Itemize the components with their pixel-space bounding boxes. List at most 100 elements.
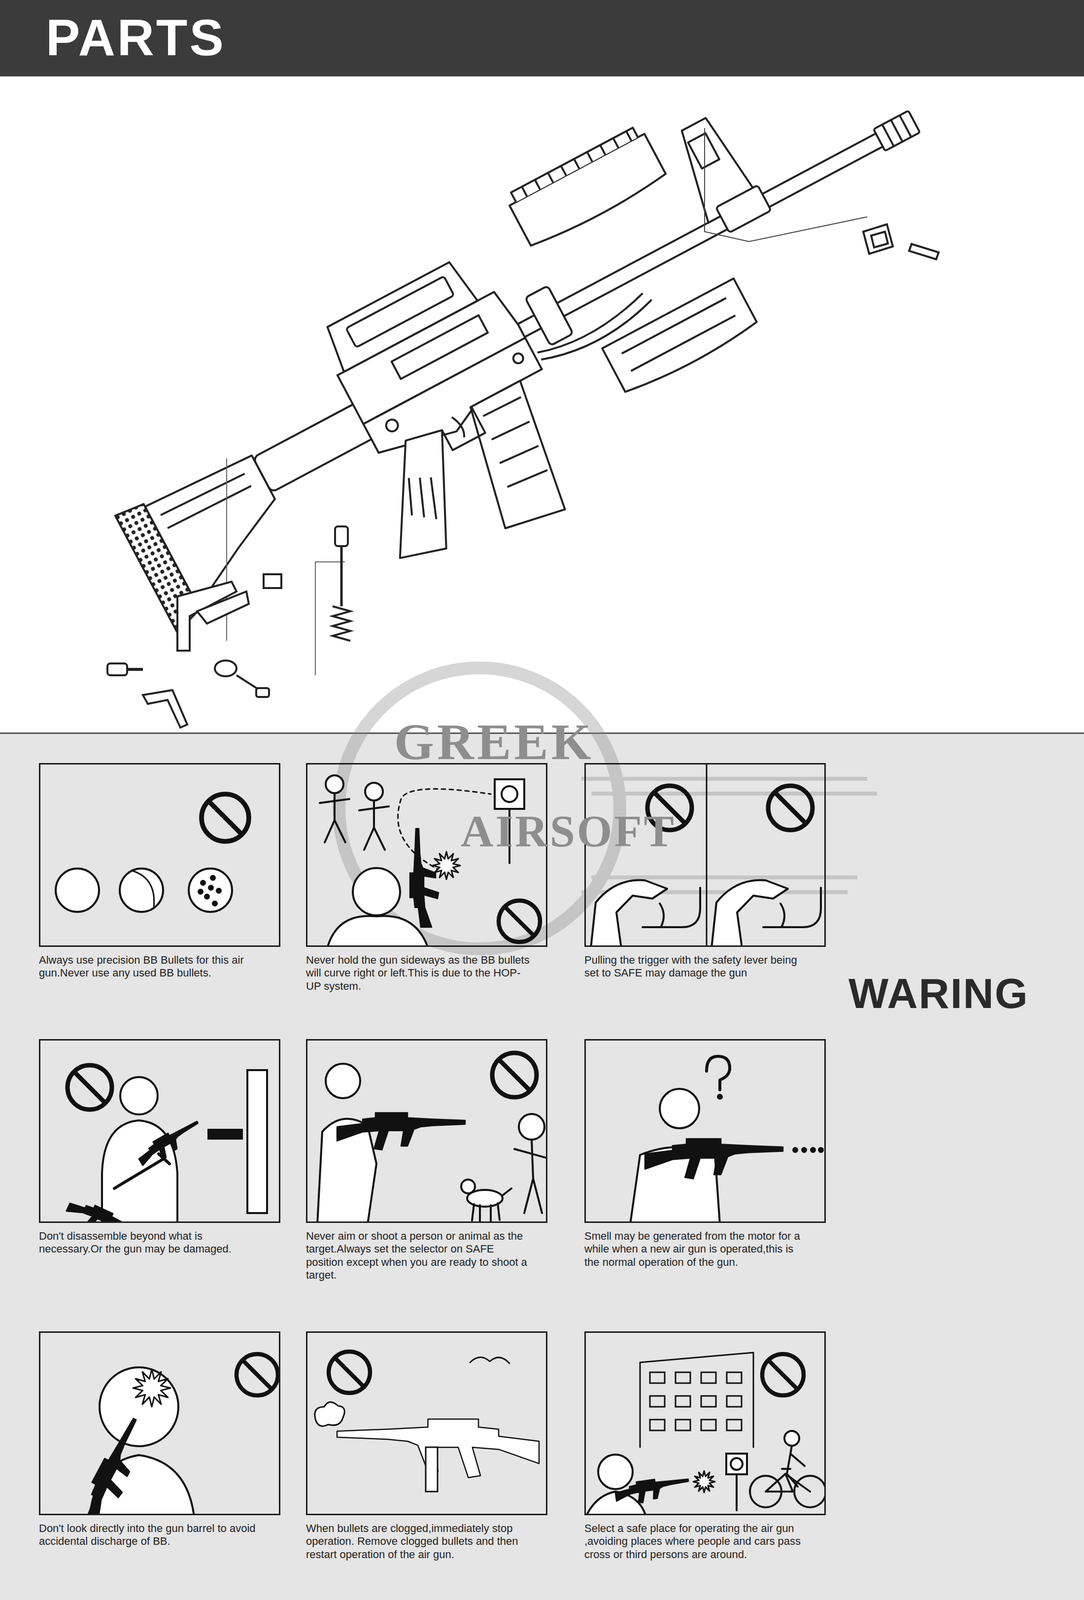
line-art — [717, 1093, 723, 1099]
sign-ring — [236, 1353, 278, 1395]
stock-latch — [142, 689, 188, 728]
line-art — [247, 1069, 268, 1213]
magazine-ribs — [472, 396, 557, 491]
screw — [256, 687, 270, 697]
line-art — [675, 1371, 691, 1383]
line-art — [119, 868, 164, 912]
trigger-guard — [438, 406, 485, 450]
warning-caption: Never hold the gun sideways as the BB bu… — [305, 953, 533, 993]
line-art — [333, 792, 336, 820]
warning-caption: Never aim or shoot a person or animal as… — [305, 1229, 533, 1282]
panel-frame — [584, 1038, 826, 1223]
line-art — [494, 779, 525, 809]
panel-illustration — [40, 764, 279, 946]
burst-mark — [693, 1470, 715, 1492]
warning-panel: Smell may be generated from the motor fo… — [584, 1038, 826, 1269]
line-art — [659, 1088, 700, 1128]
line-art — [649, 1395, 665, 1407]
handguard-ribs — [621, 298, 736, 372]
grip-texture — [395, 468, 450, 529]
line-art — [518, 1113, 545, 1140]
flash-hider-slots — [882, 115, 912, 147]
line-art — [372, 800, 375, 828]
line-art — [198, 888, 204, 894]
line-art — [200, 880, 206, 885]
line-art — [99, 1366, 179, 1446]
line-art — [319, 798, 350, 803]
line-art — [675, 1419, 691, 1430]
gas-block — [715, 185, 772, 233]
line-art — [210, 875, 216, 881]
stock-ribs — [160, 471, 252, 530]
gun-exploded-view — [0, 0, 1084, 733]
section-heading: WARING — [848, 969, 1029, 1017]
panel-frame — [38, 1038, 281, 1223]
panel-art — [314, 1351, 540, 1491]
rifle-icon — [76, 1414, 156, 1514]
line-art — [207, 1128, 243, 1139]
sign-ring — [328, 1351, 371, 1393]
rifle-icon — [64, 1194, 146, 1221]
pistol-grip — [352, 423, 493, 570]
panel-frame — [305, 1330, 548, 1515]
line-art — [726, 1453, 747, 1474]
stock-plate — [197, 591, 249, 624]
swivel-pin — [909, 243, 939, 260]
watermark-text: GREEK — [394, 713, 595, 770]
burst-mark — [432, 851, 461, 880]
warning-panel: When bullets are clogged,immediately sto… — [305, 1330, 548, 1561]
line-art — [120, 1076, 158, 1115]
panel-illustration — [307, 1040, 546, 1221]
watermark-text: AIRSOFT — [460, 806, 677, 856]
sign-ring — [762, 1353, 804, 1395]
line-art — [701, 1371, 716, 1383]
line-art — [365, 782, 383, 801]
sign-ring — [498, 900, 541, 942]
line-art — [701, 1419, 716, 1430]
panel-art — [319, 775, 541, 946]
line-art — [204, 893, 210, 899]
panel-frame — [305, 1038, 548, 1223]
panel-frame — [38, 762, 281, 947]
leader-line — [704, 128, 868, 242]
sign-bar — [775, 792, 807, 824]
selector — [383, 417, 400, 434]
line-art — [501, 785, 518, 802]
hand-on-trigger — [711, 785, 821, 946]
gun-body — [68, 9, 998, 698]
rail — [510, 127, 639, 203]
warning-panel: Don't disassemble beyond what is necessa… — [38, 1038, 281, 1256]
stock-block — [263, 574, 282, 588]
sling-swivel — [863, 224, 893, 254]
sign-ring — [67, 1064, 112, 1110]
watermark-ring — [338, 667, 878, 949]
leader-line — [226, 458, 345, 676]
warning-caption: Smell may be generated from the motor fo… — [584, 1229, 812, 1269]
line-art — [364, 827, 385, 850]
rifle-icon — [614, 1474, 691, 1506]
line-art — [314, 1401, 345, 1426]
line-art — [324, 819, 346, 843]
rail-slots — [521, 131, 632, 197]
line-art — [818, 1147, 824, 1152]
rifle-icon — [337, 1112, 466, 1150]
page-title: PARTS — [45, 6, 226, 69]
line-art — [726, 1371, 742, 1383]
line-art — [810, 1147, 816, 1152]
panel-art — [55, 793, 249, 912]
rifle-icon — [409, 828, 439, 927]
line-art — [327, 915, 429, 946]
pin — [340, 545, 343, 607]
line-art — [216, 887, 222, 893]
prohibition-sign — [762, 1353, 804, 1395]
panel-art — [317, 1052, 546, 1221]
line-art — [325, 1063, 361, 1098]
warning-caption: Don't disassemble beyond what is necessa… — [38, 1229, 266, 1256]
warning-panel: Don't look directly into the gun barrel … — [38, 1330, 281, 1548]
prohibition-sign — [67, 1064, 112, 1110]
prohibition-sign — [328, 1351, 371, 1393]
line-art — [642, 887, 701, 927]
line-art — [801, 1147, 807, 1152]
